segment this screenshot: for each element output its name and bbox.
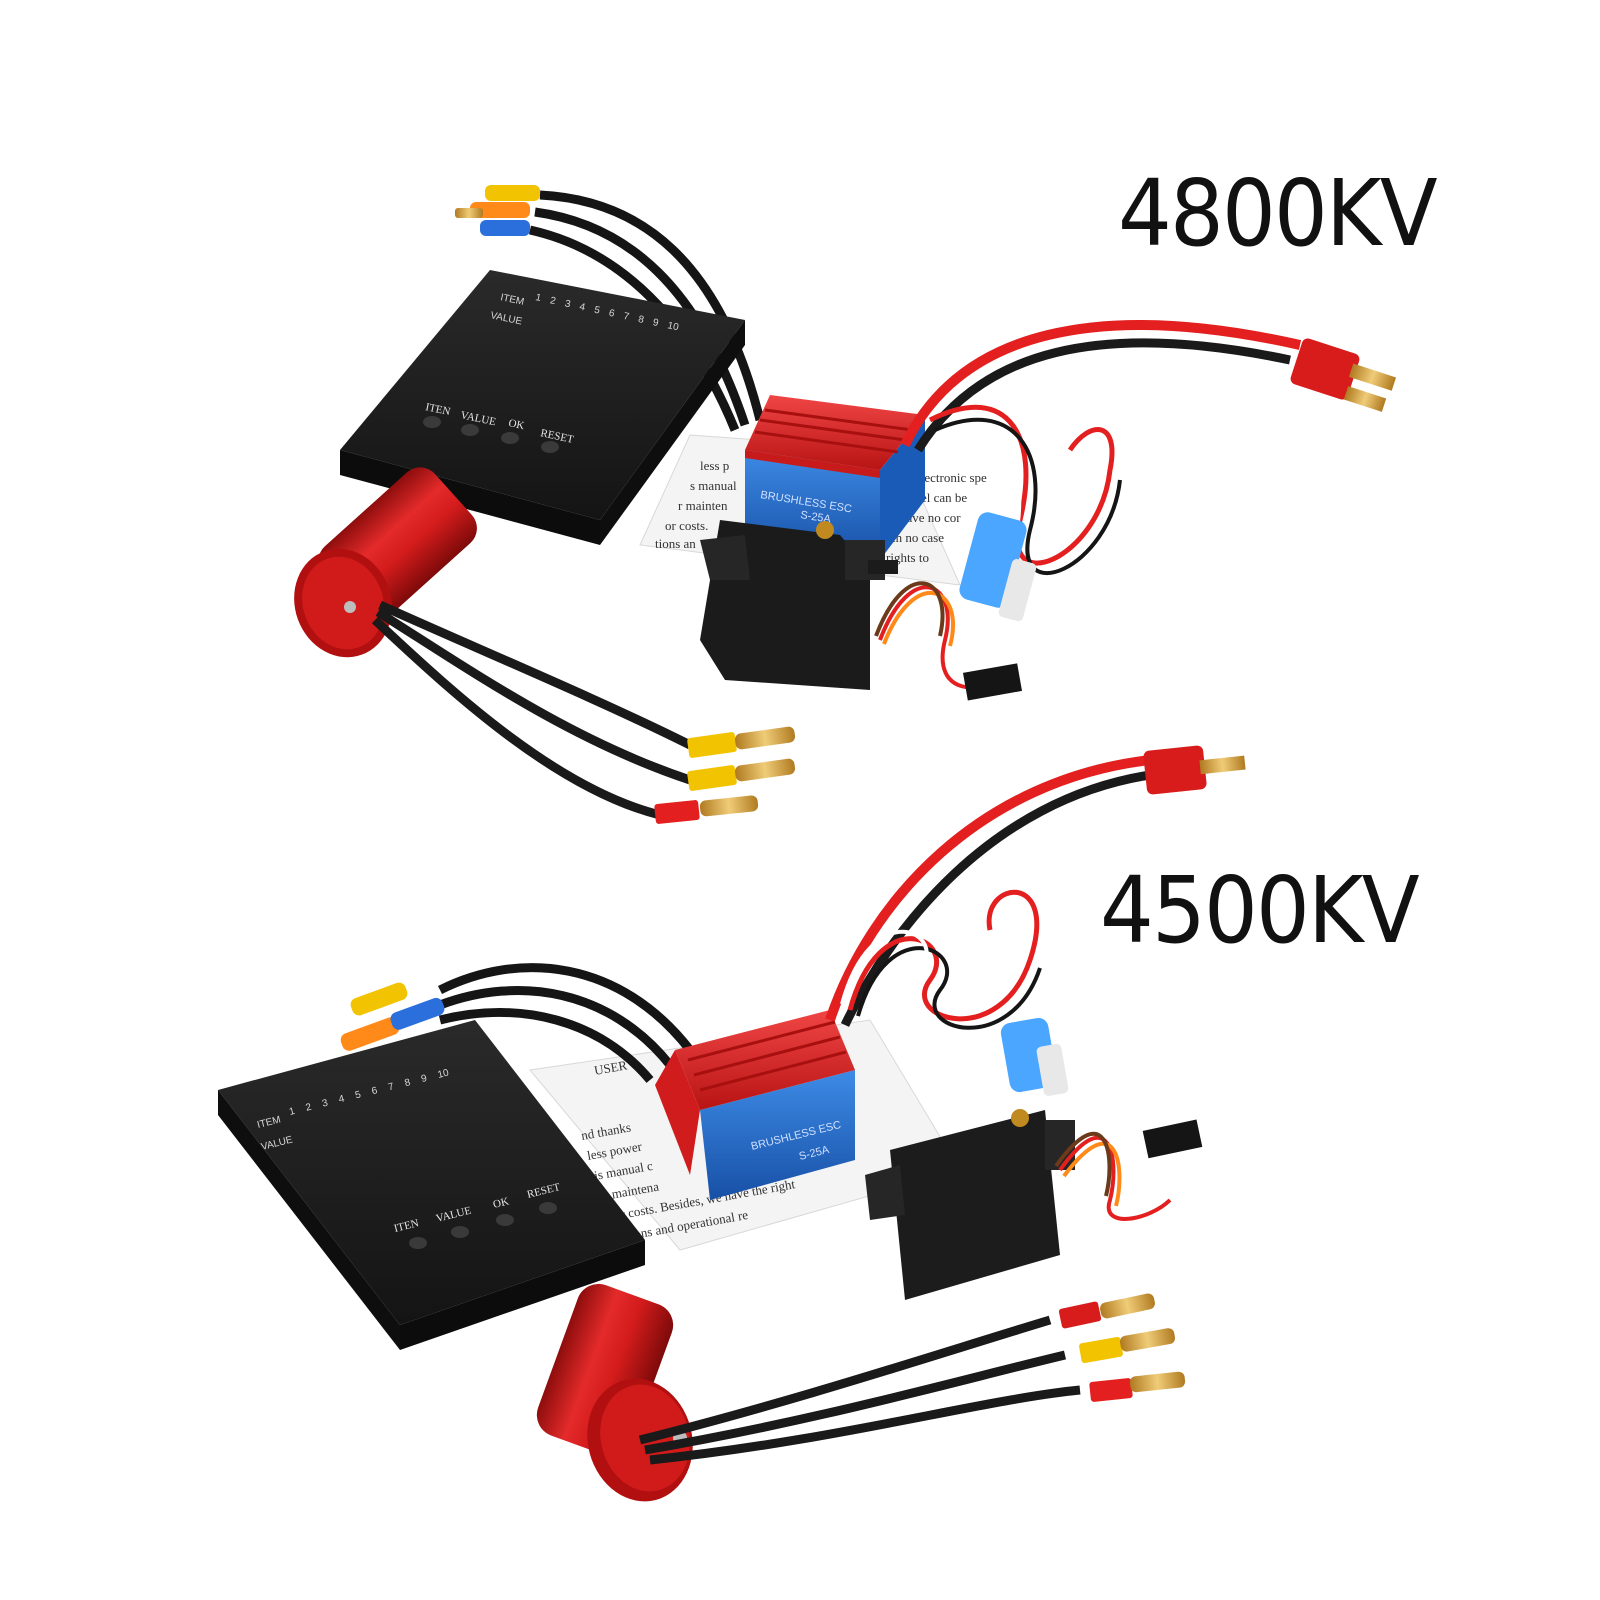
servo-horn-gear bbox=[816, 521, 834, 539]
t-plug-connector bbox=[1143, 745, 1246, 795]
phase-wire bbox=[529, 225, 740, 432]
bullet-connectors bbox=[455, 185, 540, 236]
manual-line: r mainten bbox=[678, 498, 728, 513]
manual-line: or costs. bbox=[665, 518, 708, 533]
manual-line: have no cor bbox=[900, 510, 961, 525]
card-number: 4 bbox=[338, 1093, 346, 1105]
card-number: 10 bbox=[437, 1067, 451, 1080]
product-set-4800kv: less p s manual r mainten or costs. tion… bbox=[294, 185, 1397, 824]
brushless-motor bbox=[294, 467, 477, 658]
card-number: 8 bbox=[404, 1077, 412, 1089]
card-number: 6 bbox=[608, 308, 616, 320]
kv-label-4500: 4500KV bbox=[1100, 857, 1420, 964]
item-button[interactable] bbox=[409, 1237, 427, 1249]
card-item-label: ITEM bbox=[499, 292, 525, 308]
card-number: 9 bbox=[420, 1073, 428, 1085]
phase-wire bbox=[539, 190, 765, 422]
card-number: 1 bbox=[288, 1106, 296, 1118]
card-number: 10 bbox=[666, 320, 680, 333]
kv-label-4800: 4800KV bbox=[1118, 160, 1438, 267]
value-button[interactable] bbox=[461, 424, 479, 436]
ok-button[interactable] bbox=[496, 1214, 514, 1226]
motor-shaft bbox=[344, 601, 356, 613]
product-set-4500kv: USER nd thanks less power is manual c r … bbox=[218, 745, 1246, 1502]
esc-unit: BRUSHLESS ESC S-25A bbox=[655, 1010, 855, 1200]
bullet-connectors bbox=[340, 982, 445, 1051]
card-number: 2 bbox=[305, 1102, 313, 1114]
phase-wire bbox=[534, 207, 750, 427]
servo-horn-gear bbox=[1011, 1109, 1029, 1127]
card-number: 9 bbox=[652, 317, 660, 329]
ok-button-label: OK bbox=[492, 1195, 510, 1211]
value-button[interactable] bbox=[451, 1226, 469, 1238]
programming-card: ITEM VALUE 1 2 3 4 5 6 7 8 9 10 ITEN bbox=[340, 270, 745, 545]
manual-line: USER bbox=[593, 1057, 629, 1078]
ok-button[interactable] bbox=[501, 432, 519, 444]
servo-plug bbox=[1142, 1119, 1203, 1159]
card-number: 5 bbox=[593, 305, 601, 317]
motor-bullet-plugs bbox=[654, 726, 796, 824]
reset-button[interactable] bbox=[539, 1202, 557, 1214]
motor-bullet-plugs bbox=[1058, 1293, 1186, 1402]
item-button-label: ITEN bbox=[424, 401, 451, 418]
manual-line: less p bbox=[700, 458, 729, 473]
manual-line: s manual bbox=[690, 478, 737, 493]
manual-line: tions an bbox=[655, 536, 696, 551]
card-number: 4 bbox=[578, 302, 586, 314]
item-button-label: ITEN bbox=[393, 1217, 420, 1235]
servo bbox=[700, 520, 898, 690]
card-number: 2 bbox=[549, 295, 557, 307]
power-switch bbox=[1000, 1017, 1069, 1096]
card-number: 1 bbox=[534, 292, 542, 304]
programming-card: ITEM VALUE 1 2 3 4 5 6 7 8 9 10 ITEN VAL… bbox=[218, 1020, 645, 1350]
card-number: 5 bbox=[354, 1089, 362, 1101]
t-plug-connector bbox=[1290, 338, 1397, 412]
manual-line: in no case bbox=[892, 530, 944, 545]
item-button[interactable] bbox=[423, 416, 441, 428]
card-buttons: ITEN VALUE OK RESET bbox=[423, 401, 575, 453]
servo bbox=[865, 1109, 1075, 1300]
manual-line: electronic spe bbox=[915, 470, 987, 485]
ok-button-label: OK bbox=[507, 417, 525, 432]
card-number: 7 bbox=[387, 1081, 395, 1093]
servo-plug bbox=[962, 663, 1023, 701]
brushless-motor bbox=[536, 1283, 693, 1502]
card-number: 6 bbox=[371, 1085, 379, 1097]
power-switch bbox=[959, 512, 1037, 622]
card-number: 3 bbox=[564, 298, 572, 310]
reset-button[interactable] bbox=[541, 441, 559, 453]
card-number: 8 bbox=[637, 314, 645, 326]
card-number: 3 bbox=[321, 1098, 329, 1110]
card-number: 7 bbox=[622, 311, 630, 323]
